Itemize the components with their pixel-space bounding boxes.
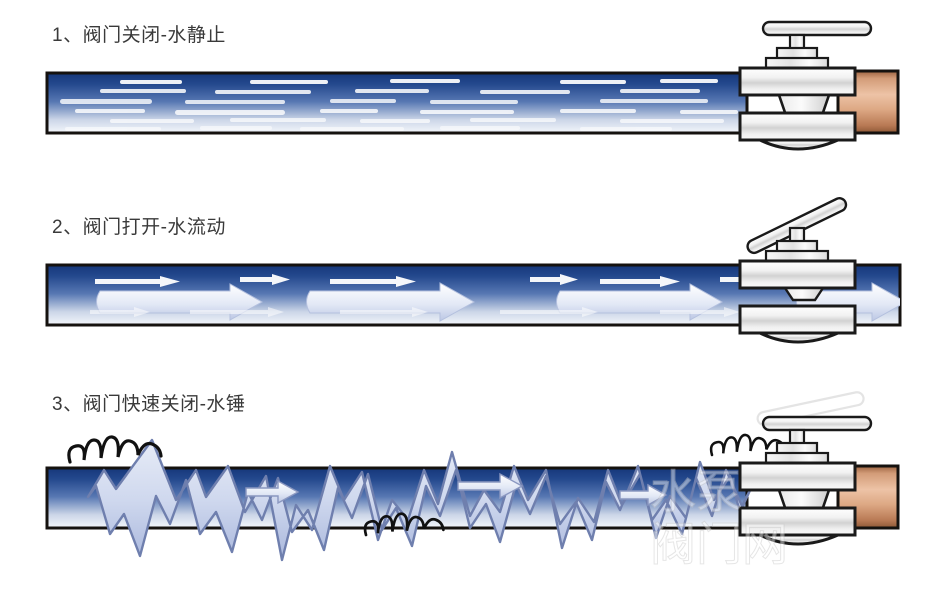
- panel-3-shock-arrows: [245, 472, 668, 507]
- panel-3-valve-lower-flange: [738, 506, 857, 537]
- panel-2-flow-arrows: [90, 274, 900, 322]
- watermark: 水泵 阀门网: [650, 466, 789, 571]
- panel-1-title: 1、阀门关闭-水静止: [52, 25, 226, 46]
- panel-1-graphic: [45, 20, 900, 151]
- panel-2-graphic: [45, 196, 902, 344]
- panel-3-title: 3、阀门快速关闭-水锤: [52, 394, 246, 415]
- panel-3-graphic: 水泵 阀门网: [45, 391, 900, 571]
- watermark-line-1: 水泵: [650, 466, 742, 518]
- panel-3-valve-handle[interactable]: [761, 415, 873, 432]
- watermark-line-2: 阀门网: [650, 518, 788, 570]
- vibration-squiggle-2: [363, 512, 445, 537]
- panel-3-vibration-marks: [67, 433, 787, 537]
- panel-1-valve-lower-flange: [738, 111, 857, 142]
- panel-1-valve-handle[interactable]: [761, 20, 873, 37]
- panel-3-valve-bowl: [759, 533, 839, 546]
- vibration-squiggle-3: [709, 433, 787, 457]
- vibration-squiggle-1: [67, 435, 163, 464]
- panel-2-valve-lower-flange: [738, 304, 857, 335]
- panel-3-valve-bonnet: [738, 461, 857, 492]
- panel-2-valve[interactable]: [738, 196, 857, 344]
- panel-2-valve-bonnet: [738, 259, 857, 290]
- panel-1-valve-bowl: [759, 138, 839, 151]
- panel-3-shockwave: [86, 438, 754, 562]
- panel-1-pipe: [45, 71, 749, 135]
- panel-2-valve-plug: [782, 286, 826, 302]
- panel-2-valve-bowl: [759, 331, 839, 344]
- panel-2-title: 2、阀门打开-水流动: [52, 217, 226, 238]
- panel-1-valve[interactable]: [738, 20, 873, 151]
- panel-1-valve-bonnet: [738, 66, 857, 97]
- panel-1-still-water-marks: [60, 79, 738, 131]
- panel-3-valve[interactable]: [738, 391, 873, 546]
